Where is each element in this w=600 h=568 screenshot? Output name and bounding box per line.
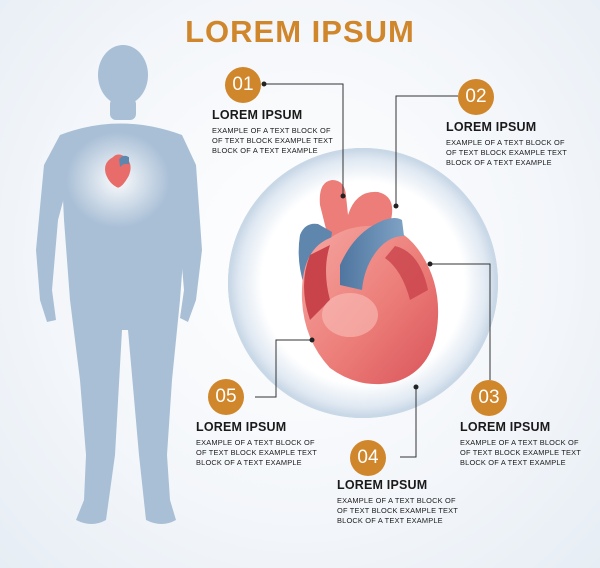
page-title: LOREM IPSUM bbox=[185, 14, 415, 49]
callout-01-badge: 01 bbox=[225, 67, 261, 103]
callout-03-badge: 03 bbox=[471, 380, 507, 416]
callout-05-line-1: EXAMPLE OF A TEXT BLOCK OF bbox=[196, 438, 315, 447]
callout-05-line-3: BLOCK OF A TEXT EXAMPLE bbox=[196, 458, 302, 467]
callout-03-line-1: EXAMPLE OF A TEXT BLOCK OF bbox=[460, 438, 579, 447]
callout-01-block: LOREM IPSUM EXAMPLE OF A TEXT BLOCK OF O… bbox=[212, 108, 377, 156]
callout-02-heading: LOREM IPSUM bbox=[446, 120, 537, 134]
callout-04-heading: LOREM IPSUM bbox=[337, 478, 428, 492]
callout-dots bbox=[261, 81, 433, 390]
callout-04-badge: 04 bbox=[350, 440, 386, 476]
callout-03-line-2: OF TEXT BLOCK EXAMPLE TEXT bbox=[460, 448, 582, 457]
callout-05-badge: 05 bbox=[208, 379, 244, 415]
heart-circle-ring bbox=[228, 148, 498, 418]
callout-05-heading: LOREM IPSUM bbox=[196, 420, 287, 434]
callout-04-block: LOREM IPSUM EXAMPLE OF A TEXT BLOCK OF O… bbox=[337, 478, 502, 526]
callout-02-line-3: BLOCK OF A TEXT EXAMPLE bbox=[446, 158, 552, 167]
callout-02-badge: 02 bbox=[458, 79, 494, 115]
callout-01-line-1: EXAMPLE OF A TEXT BLOCK OF bbox=[212, 126, 331, 135]
callout-03-heading: LOREM IPSUM bbox=[460, 420, 551, 434]
heart-illustration bbox=[298, 180, 439, 385]
callout-04-line-3: BLOCK OF A TEXT EXAMPLE bbox=[337, 516, 443, 525]
callout-04-line-2: OF TEXT BLOCK EXAMPLE TEXT bbox=[337, 506, 459, 515]
callout-05-block: LOREM IPSUM EXAMPLE OF A TEXT BLOCK OF O… bbox=[196, 420, 361, 468]
callout-02-block: LOREM IPSUM EXAMPLE OF A TEXT BLOCK OF O… bbox=[446, 120, 600, 168]
callout-03-line-3: BLOCK OF A TEXT EXAMPLE bbox=[460, 458, 566, 467]
callout-03-block: LOREM IPSUM EXAMPLE OF A TEXT BLOCK OF O… bbox=[460, 420, 600, 468]
callout-01-line-2: OF TEXT BLOCK EXAMPLE TEXT bbox=[212, 136, 334, 145]
callout-01-line-3: BLOCK OF A TEXT EXAMPLE bbox=[212, 146, 318, 155]
human-silhouette bbox=[36, 45, 202, 524]
callout-01-heading: LOREM IPSUM bbox=[212, 108, 303, 122]
small-heart-icon bbox=[105, 154, 131, 188]
callout-04-line-1: EXAMPLE OF A TEXT BLOCK OF bbox=[337, 496, 456, 505]
callout-05-line-2: OF TEXT BLOCK EXAMPLE TEXT bbox=[196, 448, 318, 457]
callout-lines bbox=[255, 83, 491, 458]
callout-02-line-1: EXAMPLE OF A TEXT BLOCK OF bbox=[446, 138, 565, 147]
callout-02-line-2: OF TEXT BLOCK EXAMPLE TEXT bbox=[446, 148, 568, 157]
